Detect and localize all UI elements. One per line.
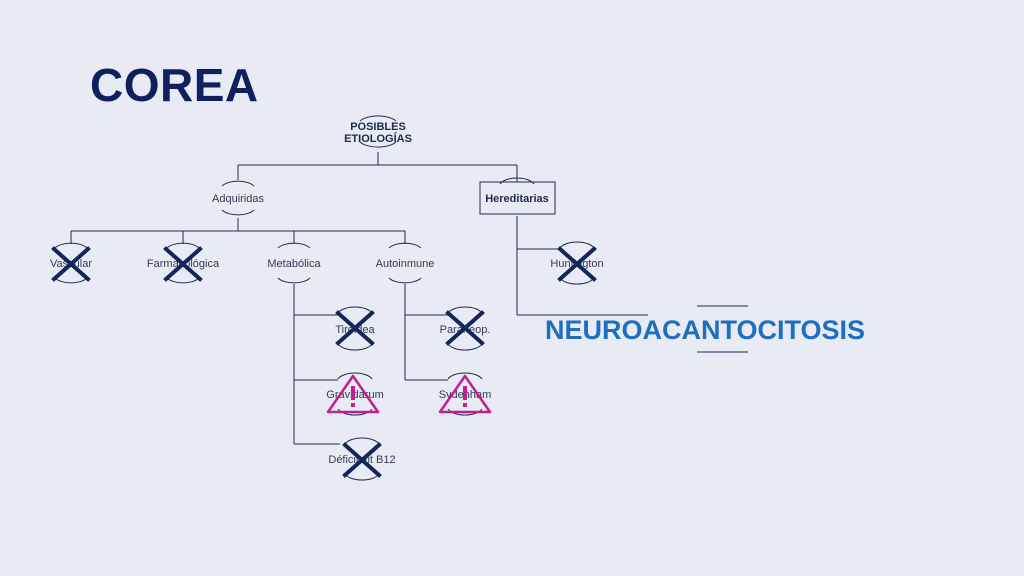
x-icon-tiroidea — [335, 310, 375, 346]
x-icon-huntington — [557, 246, 597, 282]
x-icon-deficit-b12 — [342, 442, 382, 478]
node-metabolica: Metabólica — [267, 242, 321, 284]
node-neuroacantocitosis: NEUROACANTOCITOSIS — [545, 305, 865, 353]
warning-icon-sydenham — [438, 374, 492, 414]
x-icon-farmacologica — [163, 246, 203, 282]
connector-lines — [70, 152, 648, 445]
node-hereditarias: Hereditarias — [479, 177, 556, 215]
x-icon-paraneoplasicas — [445, 310, 485, 346]
node-root: POSIBLES ETIOLOGÍAS — [344, 115, 412, 148]
label-metabolica: Metabólica — [267, 258, 321, 270]
root-label-line2: ETIOLOGÍAS — [344, 132, 412, 145]
label-hereditarias: Hereditarias — [485, 193, 549, 205]
label-adquiridas: Adquiridas — [212, 193, 264, 205]
root-label-line1: POSIBLES — [350, 121, 406, 133]
warning-icon-gravidarum — [326, 374, 380, 414]
label-neuroacantocitosis: NEUROACANTOCITOSIS — [545, 315, 865, 345]
label-autoinmune: Autoinmune — [376, 258, 435, 270]
x-icon-vascular — [51, 246, 91, 282]
node-adquiridas: Adquiridas — [212, 180, 264, 216]
x-marks — [51, 246, 597, 478]
node-autoinmune: Autoinmune — [376, 242, 435, 284]
slide-title: COREA — [90, 59, 259, 111]
